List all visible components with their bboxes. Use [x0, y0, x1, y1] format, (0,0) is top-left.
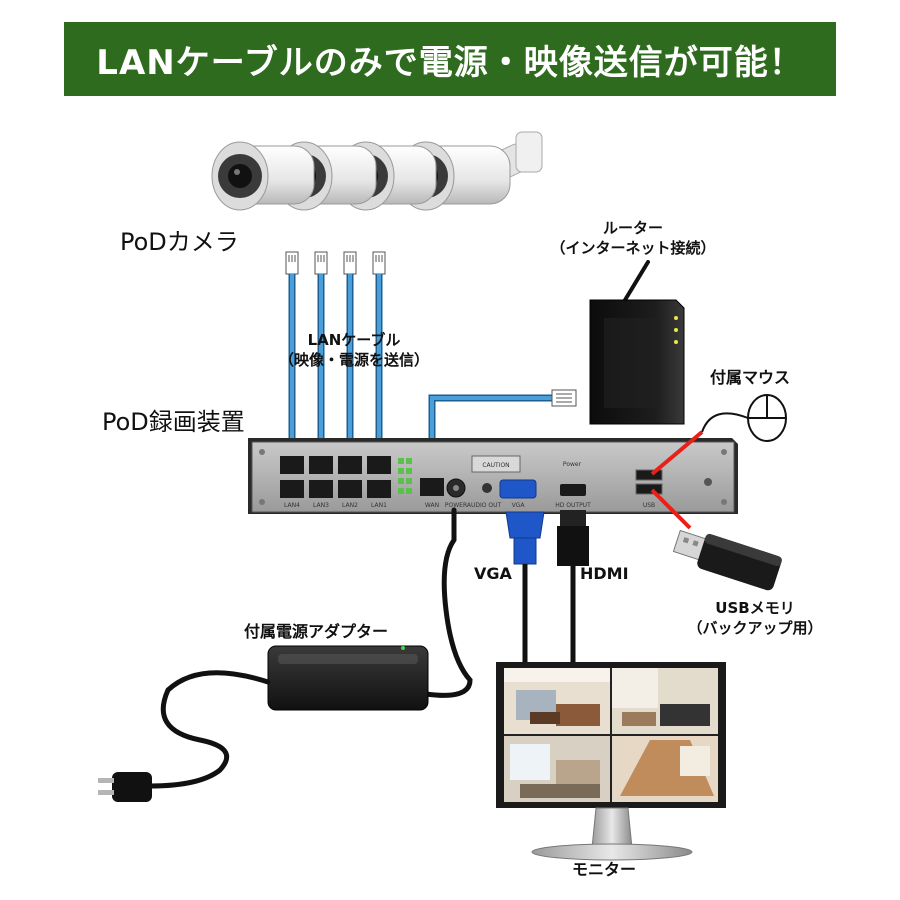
label-mouse: 付属マウス — [710, 368, 791, 387]
router-antenna — [623, 260, 650, 302]
port-label-power-top: Power — [563, 461, 582, 468]
camera-feed-2 — [612, 668, 718, 734]
label-router-line1: ルーター — [602, 219, 663, 237]
label-lan-cable-line1: LANケーブル — [307, 331, 401, 349]
router-led — [674, 328, 678, 332]
label-lan-cable: LANケーブル （映像・電源を送信） — [254, 330, 454, 370]
port-label-hdmi: HD OUTPUT — [555, 502, 591, 509]
usb-links — [650, 430, 704, 530]
port-label-lan1: LAN1 — [371, 502, 387, 509]
vga-port — [499, 479, 537, 499]
port-label-usb: USB — [643, 502, 655, 509]
power-adapter — [98, 507, 473, 802]
label-hdmi: HDMI — [580, 564, 629, 583]
label-router-line2: （インターネット接続） — [550, 239, 716, 257]
usb-port-1 — [635, 469, 663, 481]
label-usb-line2: （バックアップ用） — [687, 619, 823, 637]
label-usb: USBメモリ （バックアップ用） — [660, 598, 850, 638]
recorder-device: LAN4 LAN3 LAN2 LAN1 WAN POWER AUDIO OUT … — [248, 438, 738, 514]
label-recorder: PoD録画装置 — [102, 408, 245, 436]
port-label-vga: VGA — [512, 502, 526, 509]
port-label-lan2: LAN2 — [342, 502, 358, 509]
label-adapter: 付属電源アダプター — [244, 622, 389, 641]
label-monitor: モニター — [572, 860, 637, 879]
label-camera: PoDカメラ — [120, 228, 239, 256]
vga-cable — [505, 511, 545, 664]
port-label-lan3: LAN3 — [313, 502, 329, 509]
adapter-led — [401, 646, 405, 650]
usb-stick — [672, 529, 782, 591]
camera-feed-4 — [612, 736, 718, 802]
router-led — [674, 340, 678, 344]
usb-port-2 — [635, 483, 663, 495]
wan-port — [420, 478, 444, 496]
caution-text: CAUTION — [482, 462, 509, 469]
lan-ports — [280, 456, 391, 498]
camera-feed-1 — [504, 668, 610, 734]
camera-group — [211, 131, 543, 211]
label-lan-cable-line2: （映像・電源を送信） — [278, 351, 429, 369]
header-banner: LANケーブルのみで電源・映像送信が可能！ — [64, 22, 836, 96]
caution-label — [471, 455, 521, 473]
port-label-lan4: LAN4 — [284, 502, 300, 509]
hdmi-port — [560, 484, 586, 496]
port-label-wan: WAN — [425, 502, 439, 509]
port-label-power: POWER — [445, 502, 467, 509]
port-label-audio: AUDIO OUT — [467, 502, 502, 509]
label-usb-line1: USBメモリ — [715, 599, 795, 617]
camera-feed-3 — [504, 736, 610, 802]
audio-port — [482, 483, 492, 493]
label-router: ルーター （インターネット接続） — [518, 218, 748, 258]
mouse — [701, 394, 787, 442]
router — [589, 260, 685, 425]
hdmi-cable — [557, 510, 589, 664]
label-vga: VGA — [474, 564, 512, 583]
monitor — [496, 662, 726, 861]
banner-title: LANケーブルのみで電源・映像送信が可能！ — [96, 42, 804, 83]
router-led — [674, 316, 678, 320]
status-leds — [398, 458, 412, 494]
camera-1 — [211, 141, 315, 211]
